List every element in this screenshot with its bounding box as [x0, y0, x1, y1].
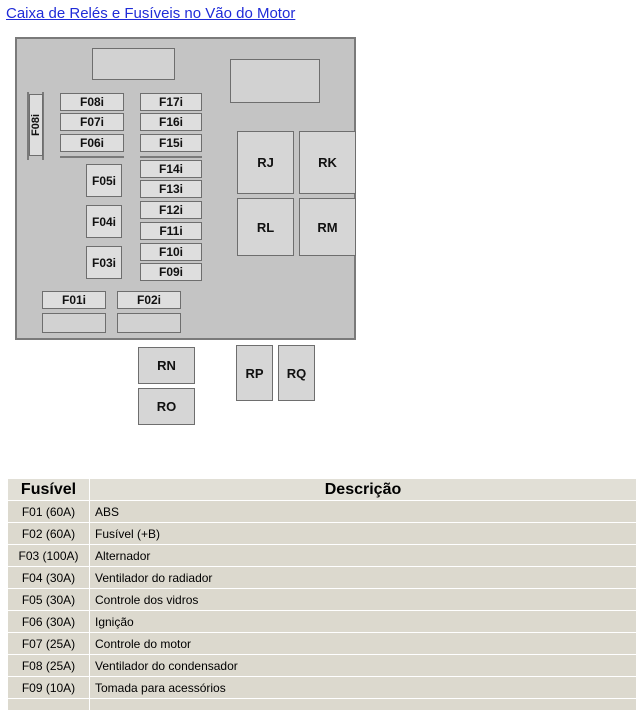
fuse-f07i[interactable]: F07i: [60, 113, 124, 131]
table-row: [7, 698, 637, 711]
fuse-f06i[interactable]: F06i: [60, 134, 124, 152]
fuse-cell: F03 (100A): [7, 544, 90, 567]
fuse-cell: F04 (30A): [7, 566, 90, 589]
fuse-f14i[interactable]: F14i: [140, 160, 202, 178]
fuse-box-diagram: F08i F08i F07i F06i F05i F04i F03i F17i …: [15, 37, 356, 340]
fuse-cell: F06 (30A): [7, 610, 90, 633]
column-header-descricao: Descrição: [89, 478, 637, 501]
table-row: F08 (25A)Ventilador do condensador: [7, 654, 637, 677]
table-row: F05 (30A)Controle dos vidros: [7, 588, 637, 611]
empty-slot-bottom: [42, 313, 106, 333]
fuse-f08i-vertical[interactable]: F08i: [29, 94, 43, 156]
fuse-cell: F01 (60A): [7, 500, 90, 523]
description-cell: Controle dos vidros: [89, 588, 637, 611]
fuse-f05i[interactable]: F05i: [86, 164, 122, 197]
description-cell: Fusível (+B): [89, 522, 637, 545]
empty-slot-top-right: [230, 59, 320, 103]
description-cell: Ventilador do radiador: [89, 566, 637, 589]
bracket-line: [27, 92, 29, 160]
table-row: F04 (30A)Ventilador do radiador: [7, 566, 637, 589]
relay-rk[interactable]: RK: [299, 131, 356, 194]
description-cell: Tomada para acessórios: [89, 676, 637, 699]
page-title-link[interactable]: Caixa de Relés e Fusíveis no Vão do Moto…: [6, 5, 296, 22]
table-row: F02 (60A)Fusível (+B): [7, 522, 637, 545]
table-row: F06 (30A)Ignição: [7, 610, 637, 633]
fuse-f08i[interactable]: F08i: [60, 93, 124, 111]
description-cell: ABS: [89, 500, 637, 523]
fuse-f02i[interactable]: F02i: [117, 291, 181, 309]
fuse-cell: F05 (30A): [7, 588, 90, 611]
relay-rn[interactable]: RN: [138, 347, 195, 384]
fuse-f04i[interactable]: F04i: [86, 205, 122, 238]
description-cell: [89, 698, 637, 711]
fuse-cell: F07 (25A): [7, 632, 90, 655]
relay-rl[interactable]: RL: [237, 198, 294, 256]
table-header-row: Fusível Descrição: [7, 478, 637, 501]
bracket-line: [42, 92, 44, 160]
table-row: F03 (100A)Alternador: [7, 544, 637, 567]
description-cell: Ignição: [89, 610, 637, 633]
description-cell: Alternador: [89, 544, 637, 567]
relay-ro[interactable]: RO: [138, 388, 195, 425]
empty-slot-top: [92, 48, 175, 80]
fuse-cell: F08 (25A): [7, 654, 90, 677]
fuse-f09i[interactable]: F09i: [140, 263, 202, 281]
table-row: F07 (25A)Controle do motor: [7, 632, 637, 655]
description-cell: Ventilador do condensador: [89, 654, 637, 677]
column-header-fusivel: Fusível: [7, 478, 90, 501]
table-row: F01 (60A)ABS: [7, 500, 637, 523]
fuse-cell: F02 (60A): [7, 522, 90, 545]
relay-rp[interactable]: RP: [236, 345, 273, 401]
relay-rj[interactable]: RJ: [237, 131, 294, 194]
relay-rq[interactable]: RQ: [278, 345, 315, 401]
fuse-f01i[interactable]: F01i: [42, 291, 106, 309]
description-cell: Controle do motor: [89, 632, 637, 655]
fuse-f17i[interactable]: F17i: [140, 93, 202, 111]
relay-rm[interactable]: RM: [299, 198, 356, 256]
fuse-f15i[interactable]: F15i: [140, 134, 202, 152]
empty-slot-bottom: [117, 313, 181, 333]
fuse-cell: [7, 698, 90, 711]
fuse-cell: F09 (10A): [7, 676, 90, 699]
fuse-f11i[interactable]: F11i: [140, 222, 202, 240]
divider-line: [140, 156, 202, 158]
table-row: F09 (10A)Tomada para acessórios: [7, 676, 637, 699]
divider-line: [60, 156, 124, 158]
fuse-f10i[interactable]: F10i: [140, 243, 202, 261]
fuse-table: Fusível Descrição F01 (60A)ABS F02 (60A)…: [7, 478, 637, 711]
fuse-f16i[interactable]: F16i: [140, 113, 202, 131]
fuse-f12i[interactable]: F12i: [140, 201, 202, 219]
fuse-f13i[interactable]: F13i: [140, 180, 202, 198]
fuse-f03i[interactable]: F03i: [86, 246, 122, 279]
